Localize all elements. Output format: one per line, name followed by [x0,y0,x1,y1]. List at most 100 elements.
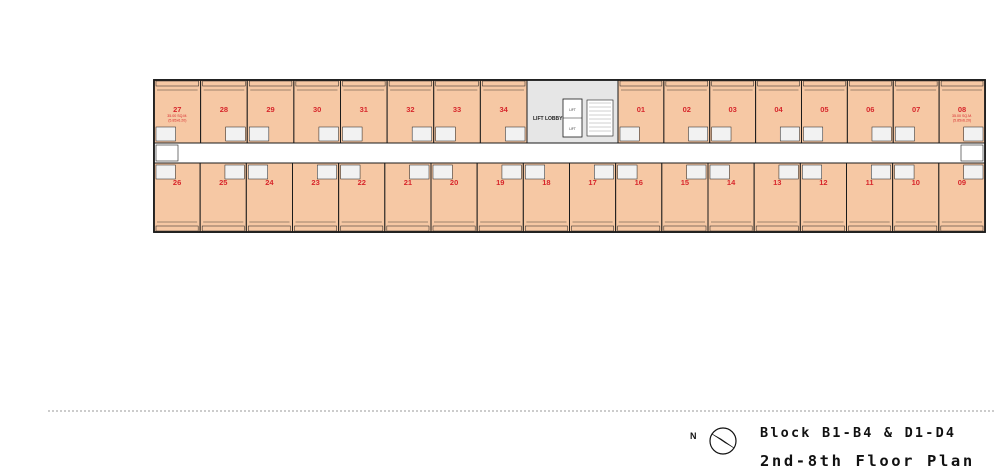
unit-number: 30 [313,105,321,114]
unit-dimension: (5.85x6.20) [953,119,971,123]
unit-bathroom [617,164,638,180]
unit-bottom: 23 [292,162,340,233]
unit-number: 34 [500,105,509,114]
unit-bottom: 13 [753,162,801,233]
unit-balcony [342,80,386,87]
unit-top: 31 [340,79,388,144]
unit-balcony [802,225,845,232]
unit-bathroom [342,126,363,142]
unit-bottom: 11 [846,162,894,233]
unit-balcony [940,80,984,87]
unit-number: 18 [542,178,550,187]
unit-bathroom [505,126,526,142]
unit-bathroom [779,126,800,142]
unit-bottom: 09 [938,162,986,233]
unit-number: 09 [958,178,966,187]
unit-top: 06 [846,79,894,144]
unit-bathroom [711,126,732,142]
unit-number: 26 [173,178,181,187]
unit-balcony [295,80,339,87]
unit-number: 15 [681,178,689,187]
unit-floor [709,79,757,144]
corridor [154,143,985,163]
unit-top: 32 [386,79,435,144]
unit-number: 14 [727,178,736,187]
north-label: N [690,431,697,441]
unit-bathroom [895,126,915,142]
unit-bottom: 18 [522,162,570,233]
unit-balcony [388,80,432,87]
unit-number: 01 [637,105,645,114]
plan-title-block: Block B1-B4 & D1-D4 [760,425,957,441]
unit-balcony [202,80,246,87]
unit-bathroom [340,164,361,180]
unit-number: 17 [588,178,596,187]
unit-number: 06 [866,105,874,114]
unit-number: 28 [220,105,228,114]
unit-bathroom [317,164,337,180]
unit-number: 16 [635,178,643,187]
lift-label-2: LIFT [569,127,576,131]
unit-balcony [525,225,568,232]
unit-number: 10 [912,178,920,187]
unit-top: 29 [246,79,295,144]
unit-bathroom [963,126,984,142]
unit-balcony [294,225,337,232]
unit-bathroom [435,126,456,142]
unit-balcony [571,225,614,232]
unit-bathroom [249,126,270,142]
unit-number: 32 [406,105,414,114]
unit-number: 21 [404,178,412,187]
unit-number: 12 [819,178,827,187]
unit-balcony [478,225,522,232]
unit-bottom: 24 [245,162,293,233]
unit-top: 30 [293,79,341,144]
unit-bottom: 25 [199,162,247,233]
unit-top: 05 [801,79,848,144]
unit-number: 29 [266,105,274,114]
unit-number: 31 [360,105,368,114]
unit-bathroom [871,126,892,142]
unit-balcony [848,225,891,232]
unit-balcony [757,80,800,87]
unit-balcony [201,225,245,232]
unit-top: 33 [433,79,481,144]
unit-balcony [894,225,938,232]
unit-bottom: 26 [153,162,201,233]
unit-floor [615,162,663,233]
unit-number: 13 [773,178,781,187]
unit-number: 25 [219,178,227,187]
unit-balcony [665,80,708,87]
unit-bathroom [155,126,176,142]
unit-number: 23 [311,178,319,187]
unit-balcony [803,80,846,87]
unit-number: 05 [820,105,828,114]
unit-top: 02 [663,79,711,144]
unit-bathroom [803,126,824,142]
unit-balcony [249,80,293,87]
unit-bottom: 14 [707,162,755,233]
lift-label-1: LIFT [569,108,576,112]
unit-number: 19 [496,178,504,187]
plan-title-floor: 2nd-8th Floor Plan [760,452,975,470]
unit-balcony [940,225,984,232]
unit-number: 08 [958,105,966,114]
unit-bottom: 10 [892,162,940,233]
unit-bathroom [248,164,268,180]
unit-bottom: 16 [615,162,663,233]
unit-bottom: 15 [661,162,709,233]
unit-number: 03 [729,105,737,114]
unit-number: 27 [173,105,181,114]
north-arrow-icon [709,427,737,455]
unit-bathroom [688,126,708,142]
unit-bottom: 17 [569,162,617,233]
unit-balcony [155,225,199,232]
unit-bathroom [963,164,984,180]
stair-right [960,144,984,162]
unit-bathroom [155,164,176,180]
unit-bottom: 19 [476,162,524,233]
unit-balcony [619,80,663,87]
